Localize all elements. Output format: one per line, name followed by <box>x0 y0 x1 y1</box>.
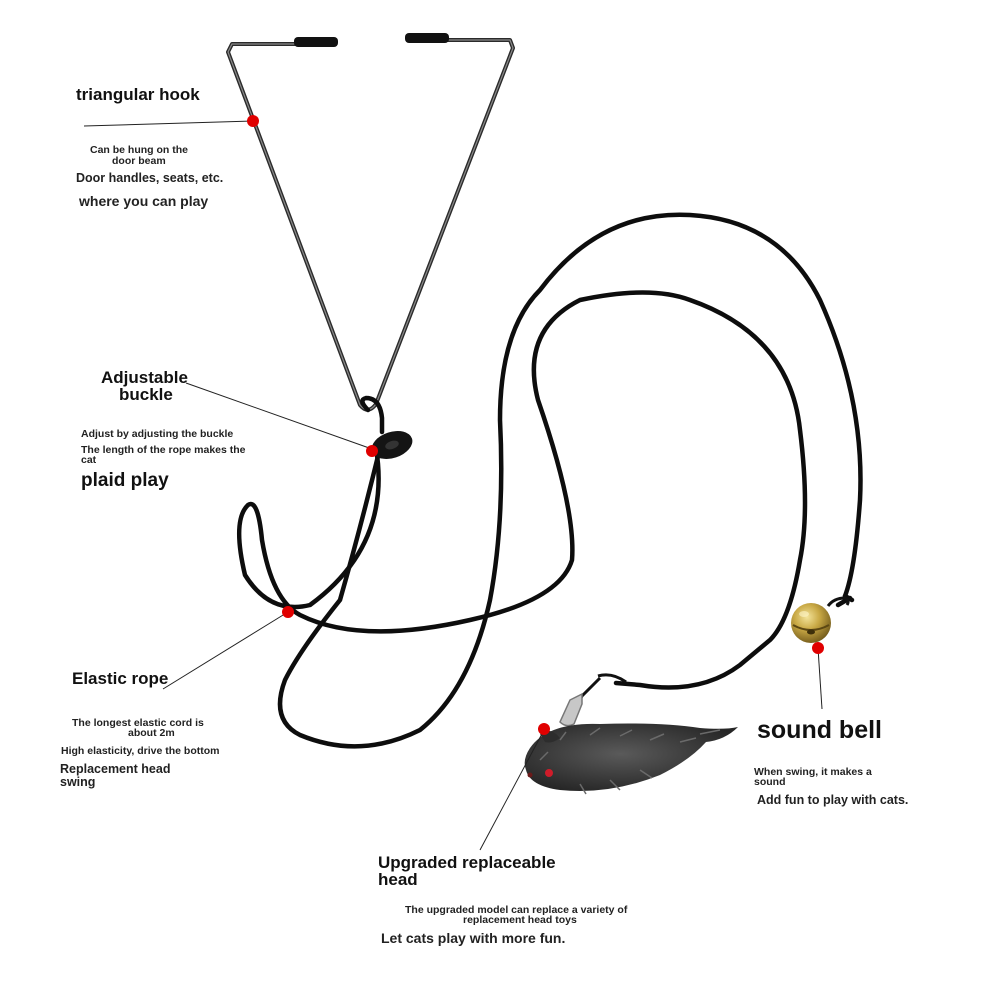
replaceable-head-line2: replacement head toys <box>463 914 577 926</box>
elastic-rope-line1: The longest elastic cord is <box>72 717 204 729</box>
marker-dot-bell <box>812 642 824 654</box>
marker-dots <box>247 115 824 735</box>
elastic-rope-line2: about 2m <box>128 727 175 739</box>
sound-bell-line2: sound <box>754 776 786 788</box>
triangular-hook-title: triangular hook <box>76 85 200 104</box>
adjustable-buckle-line2: The length of the rope makes the <box>81 444 246 456</box>
leader-lines <box>83 120 823 851</box>
replaceable-head-line1: The upgraded model can replace a variety… <box>405 904 628 916</box>
elastic-rope-line4: Replacement head <box>60 762 171 776</box>
marker-dot-rope <box>282 606 294 618</box>
sound-bell-line3: Add fun to play with cats. <box>757 793 909 807</box>
adjustable-buckle-line4: plaid play <box>81 470 169 491</box>
triangular-hook-line4: where you can play <box>79 193 209 209</box>
triangular-hook-line3: Door handles, seats, etc. <box>76 171 224 185</box>
elastic-rope <box>236 212 863 749</box>
marker-dot-hook <box>247 115 259 127</box>
replaceable-head-title-line2: head <box>378 870 418 889</box>
adjustable-buckle-title-line1: Adjustable <box>101 368 188 387</box>
elastic-rope-line3: High elasticity, drive the bottom <box>61 745 220 757</box>
adjustable-buckle-title-line2: buckle <box>119 385 173 404</box>
sound-bell-title: sound bell <box>757 716 882 744</box>
elastic-rope-title: Elastic rope <box>72 669 169 688</box>
marker-dot-head <box>538 723 550 735</box>
replaceable-head-title-line1: Upgraded replaceable <box>378 853 556 872</box>
bell-icon <box>791 596 850 643</box>
triangular-hook <box>226 33 515 412</box>
adjustable-buckle-line3: cat <box>81 454 97 466</box>
elastic-rope-line5: swing <box>60 775 96 789</box>
replaceable-head-line3: Let cats play with more fun. <box>381 930 566 946</box>
triangular-hook-line1: Can be hung on the <box>90 144 188 156</box>
mouse-toy-icon <box>524 673 738 795</box>
sound-bell-line1: When swing, it makes a <box>754 766 872 778</box>
triangular-hook-line2: door beam <box>112 155 166 167</box>
marker-dot-buckle <box>366 445 378 457</box>
buckle-icon <box>371 431 413 459</box>
adjustable-buckle-line1: Adjust by adjusting the buckle <box>81 428 234 440</box>
